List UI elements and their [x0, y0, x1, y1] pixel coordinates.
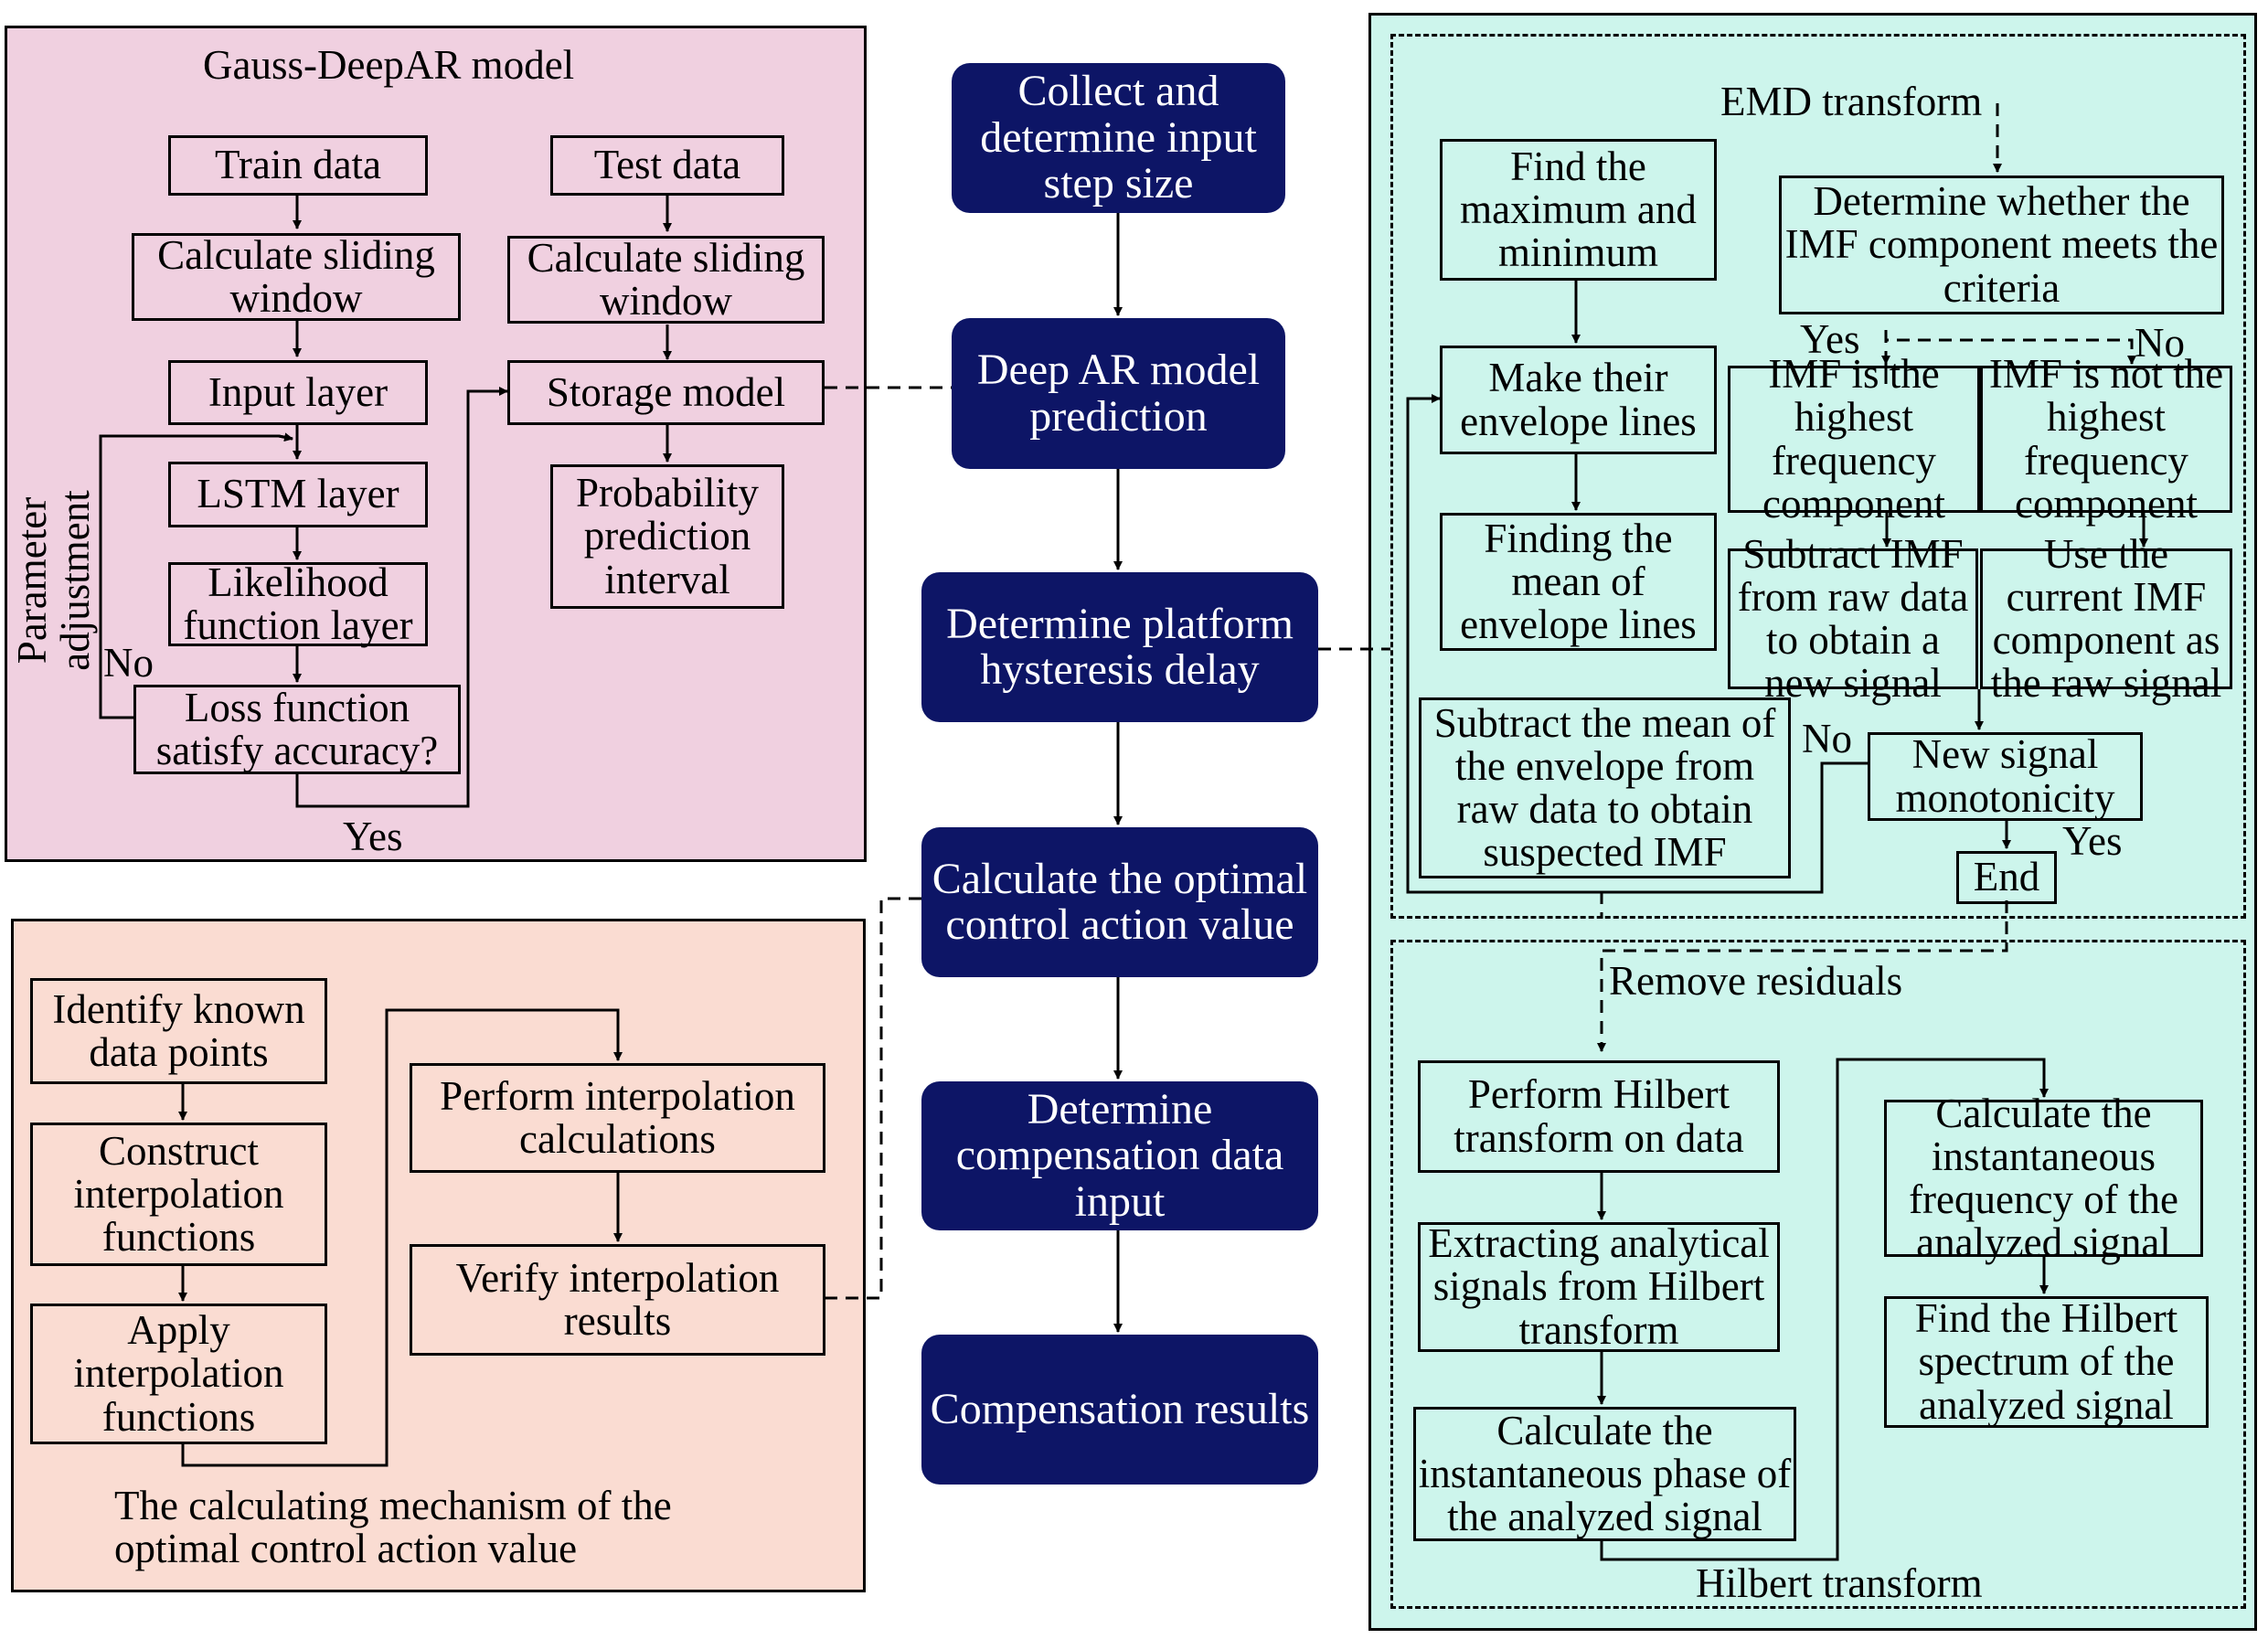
hilbert-perform-box: Perform Hilbert transform on data	[1418, 1060, 1780, 1173]
parameter-adjustment-label: Parameter adjustment	[9, 490, 99, 671]
gauss-deepar-title: Gauss-DeepAR model	[203, 42, 575, 88]
interpolation-caption: The calculating mechanism of the optimal…	[114, 1483, 672, 1572]
instantaneous-frequency-box: Calculate the instantaneous frequency of…	[1884, 1091, 2203, 1264]
determine-imf-box: Determine whether the IMF component meet…	[1779, 176, 2224, 314]
loss-function-box: Loss function satisfy accuracy?	[133, 685, 461, 774]
apply-functions-box: Apply interpolation functions	[30, 1304, 327, 1444]
instantaneous-phase-box: Calculate the instantaneous phase of the…	[1413, 1407, 1796, 1541]
calc-window-right-box: Calculate sliding window	[507, 236, 825, 324]
likelihood-layer-box: Likelihood function layer	[168, 560, 428, 647]
imf-not-highest-box: IMF is not the highest frequency compone…	[1980, 352, 2232, 525]
yes-label-gauss: Yes	[343, 814, 403, 859]
verify-interpolation-box: Verify interpolation results	[410, 1244, 825, 1356]
analytical-signals-box: Extracting analytical signals from Hilbe…	[1418, 1222, 1780, 1352]
deepar-prediction-box: Deep AR model prediction	[952, 318, 1285, 469]
input-layer-box: Input layer	[168, 360, 428, 425]
remove-residuals-label: Remove residuals	[1609, 958, 1903, 1004]
construct-functions-box: Construct interpolation functions	[30, 1123, 327, 1266]
subtract-imf-box: Subtract IMF from raw data to obtain a n…	[1728, 532, 1978, 705]
identify-points-box: Identify known data points	[30, 978, 327, 1084]
no-label-emd: No	[2135, 320, 2185, 366]
optimal-control-box: Calculate the optimal control action val…	[921, 827, 1318, 977]
compensation-results-box: Compensation results	[921, 1335, 1318, 1485]
no-label-loop: No	[1802, 716, 1852, 761]
compensation-input-box: Determine compensation data input	[921, 1081, 1318, 1230]
train-data-box: Train data	[168, 135, 428, 196]
hilbert-spectrum-box: Find the Hilbert spectrum of the analyze…	[1884, 1296, 2209, 1428]
probability-interval-box: Probability prediction interval	[550, 464, 784, 609]
platform-delay-box: Determine platform hysteresis delay	[921, 572, 1318, 722]
use-current-imf-box: Use the current IMF component as the raw…	[1980, 532, 2232, 705]
test-data-box: Test data	[550, 135, 784, 196]
perform-interpolation-box: Perform interpolation calculations	[410, 1063, 825, 1173]
find-extrema-box: Find the maximum and minimum	[1440, 139, 1717, 281]
end-box: End	[1956, 851, 2057, 904]
hilbert-transform-title: Hilbert transform	[1696, 1560, 1983, 1606]
finding-mean-box: Finding the mean of envelope lines	[1440, 513, 1717, 651]
monotonicity-box: New signal monotonicity	[1868, 732, 2143, 821]
calc-window-left-box: Calculate sliding window	[132, 233, 461, 321]
no-label-gauss: No	[103, 640, 154, 686]
imf-highest-box: IMF is the highest frequency component	[1728, 352, 1980, 525]
yes-label-end: Yes	[2062, 818, 2123, 864]
subtract-mean-box: Subtract the mean of the envelope from r…	[1419, 697, 1791, 878]
envelope-lines-box: Make their envelope lines	[1440, 346, 1717, 454]
storage-model-box: Storage model	[507, 360, 825, 425]
emd-title: EMD transform	[1720, 79, 1983, 124]
collect-step-size-box: Collect and determine input step size	[952, 63, 1285, 213]
lstm-layer-box: LSTM layer	[168, 462, 428, 527]
yes-label-emd: Yes	[1800, 316, 1860, 362]
